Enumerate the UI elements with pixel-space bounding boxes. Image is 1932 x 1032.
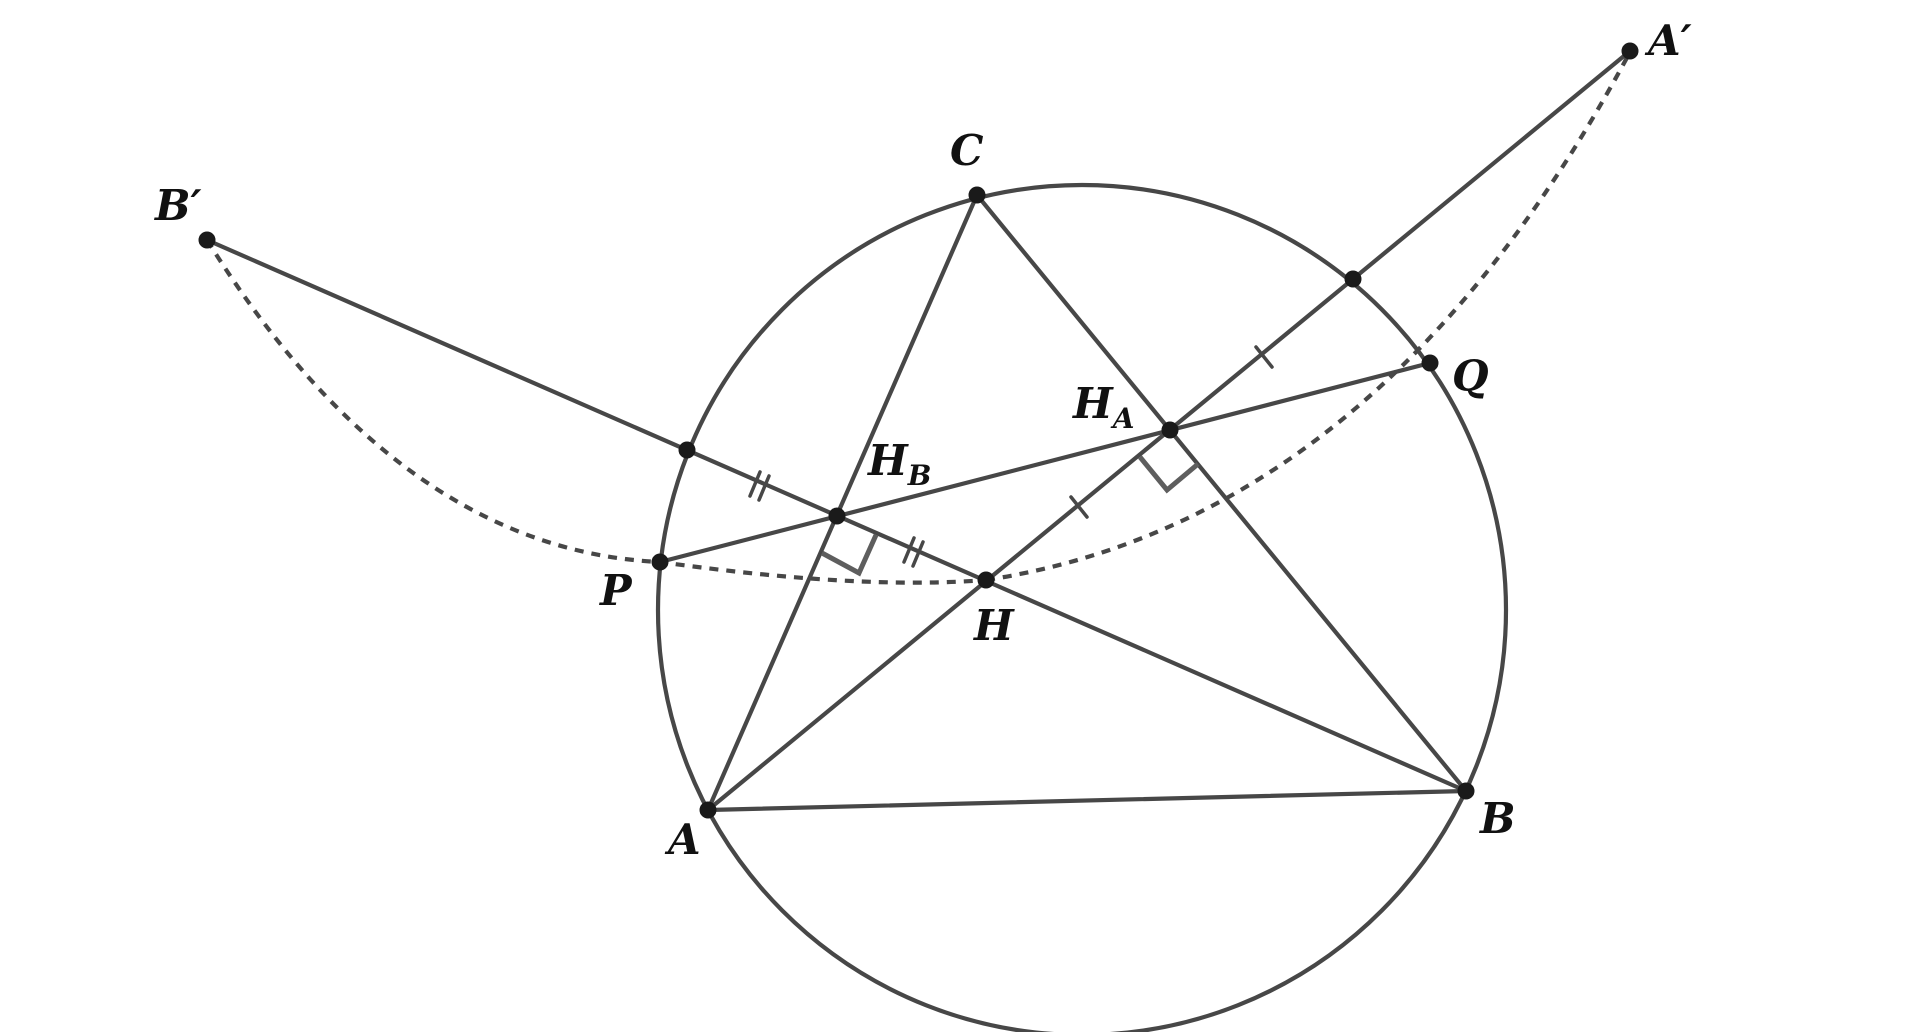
circumcircle xyxy=(656,183,1508,1032)
double-tick-2b xyxy=(911,540,925,568)
point-b xyxy=(1457,782,1475,800)
label-p: P xyxy=(599,566,633,615)
dashed-arc-h-a-prime xyxy=(985,51,1632,583)
point-c xyxy=(968,186,986,204)
segment-c-b xyxy=(974,192,1469,794)
label-h-a-sub: A xyxy=(1110,402,1135,435)
label-h-a: HA xyxy=(1072,379,1134,435)
double-tick-1a xyxy=(748,470,762,498)
label-b: B xyxy=(1479,794,1516,843)
point-a2 xyxy=(1344,270,1362,288)
point-b-prime xyxy=(198,231,216,249)
point-b2 xyxy=(678,441,696,459)
label-h-b-main: H xyxy=(867,436,909,485)
point-h-b xyxy=(828,507,846,525)
segment-a-b xyxy=(705,788,1469,813)
label-h-b: HB xyxy=(867,436,931,492)
label-h-a-main: H xyxy=(1072,379,1114,428)
right-angle-marker-h-b xyxy=(820,533,879,577)
double-tick-2a xyxy=(902,536,916,564)
point-p xyxy=(651,553,669,571)
double-tick-1b xyxy=(757,474,771,502)
dashed-arc-b-prime-h xyxy=(205,238,987,585)
label-h-b-sub: B xyxy=(907,459,932,492)
label-q: Q xyxy=(1452,351,1489,400)
segment-p-q xyxy=(657,360,1433,565)
point-a xyxy=(699,801,717,819)
right-angle-marker-h-a xyxy=(1138,455,1200,494)
tick-mark-ha-a2 xyxy=(1254,345,1274,369)
label-a-prime: A′ xyxy=(1644,16,1692,65)
segment-a-c xyxy=(705,192,980,813)
point-q xyxy=(1421,354,1439,372)
label-h: H xyxy=(973,601,1015,650)
point-a-prime xyxy=(1621,42,1639,60)
point-h xyxy=(977,571,995,589)
tick-mark-h-ha xyxy=(1069,495,1089,519)
label-b-prime: B′ xyxy=(154,181,202,230)
label-c: C xyxy=(950,126,984,175)
label-a: A xyxy=(664,815,701,864)
point-h-a xyxy=(1161,421,1179,439)
